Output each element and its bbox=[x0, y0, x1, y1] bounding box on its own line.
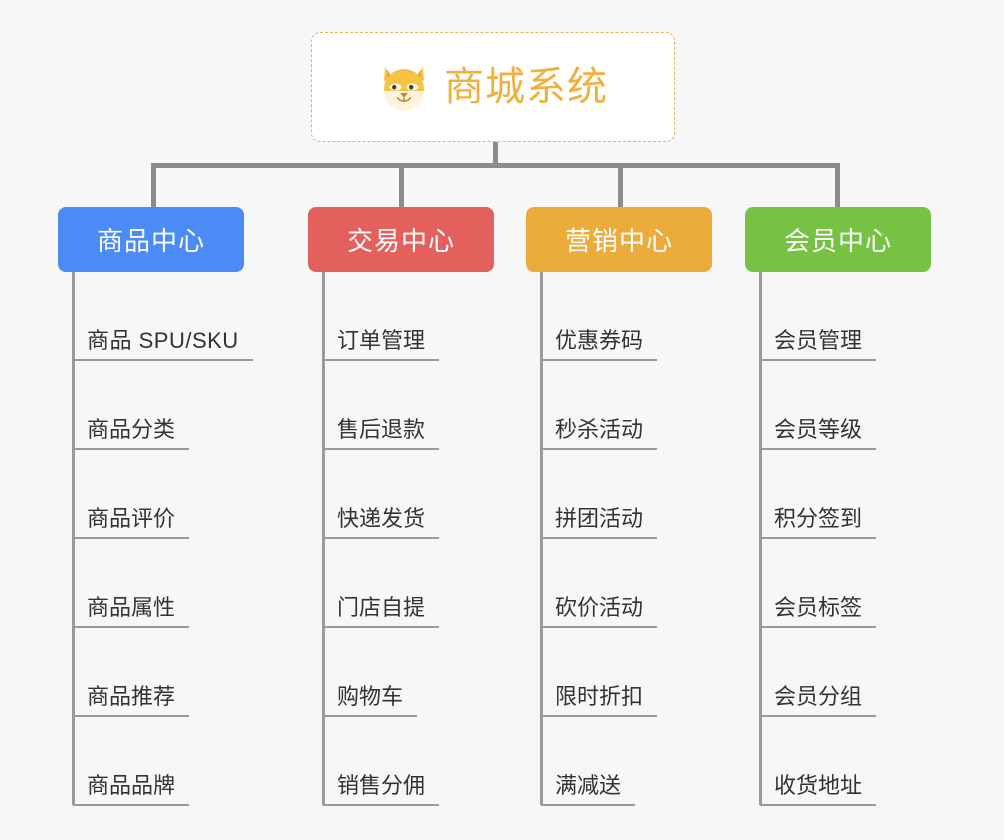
list-item[interactable]: 销售分佣 bbox=[308, 717, 440, 806]
category-header-1[interactable]: 商品中心 bbox=[58, 207, 244, 272]
list-item[interactable]: 砍价活动 bbox=[526, 539, 658, 628]
dog-face-icon bbox=[378, 61, 430, 113]
list-item[interactable]: 优惠券码 bbox=[526, 272, 658, 361]
leaf-label: 商品品牌 bbox=[73, 773, 190, 806]
category-label-3: 营销中心 bbox=[564, 226, 673, 256]
list-item[interactable]: 商品推荐 bbox=[58, 628, 253, 717]
leaf-label: 限时折扣 bbox=[541, 684, 658, 717]
category-label-4: 会员中心 bbox=[783, 226, 892, 256]
connector-drop-1 bbox=[151, 163, 156, 208]
list-item[interactable]: 收货地址 bbox=[745, 717, 877, 806]
category-column-3: 营销中心 优惠券码 秒杀活动 拼团活动 砍价活动 限时折扣 满减送 bbox=[526, 207, 712, 806]
category-column-2: 交易中心 订单管理 售后退款 快递发货 门店自提 购物车 销售分佣 bbox=[308, 207, 494, 806]
category-items-1: 商品 SPU/SKU 商品分类 商品评价 商品属性 商品推荐 商品品牌 bbox=[58, 272, 253, 806]
category-header-3[interactable]: 营销中心 bbox=[526, 207, 712, 272]
list-item[interactable]: 商品 SPU/SKU bbox=[58, 272, 253, 361]
root-node[interactable]: 商城系统 bbox=[311, 32, 675, 142]
leaf-label: 门店自提 bbox=[323, 595, 440, 628]
leaf-label: 会员等级 bbox=[760, 417, 877, 450]
category-items-4: 会员管理 会员等级 积分签到 会员标签 会员分组 收货地址 bbox=[745, 272, 877, 806]
leaf-label: 拼团活动 bbox=[541, 506, 658, 539]
list-item[interactable]: 售后退款 bbox=[308, 361, 440, 450]
connector-horizontal-bus bbox=[151, 163, 840, 168]
leaf-label: 满减送 bbox=[541, 773, 636, 806]
list-item[interactable]: 商品品牌 bbox=[58, 717, 253, 806]
list-item[interactable]: 快递发货 bbox=[308, 450, 440, 539]
leaf-label: 会员标签 bbox=[760, 595, 877, 628]
connector-drop-3 bbox=[618, 163, 623, 208]
leaf-label: 快递发货 bbox=[323, 506, 440, 539]
category-items-3: 优惠券码 秒杀活动 拼团活动 砍价活动 限时折扣 满减送 bbox=[526, 272, 658, 806]
leaf-label: 订单管理 bbox=[323, 328, 440, 361]
list-item[interactable]: 订单管理 bbox=[308, 272, 440, 361]
leaf-label: 砍价活动 bbox=[541, 595, 658, 628]
leaf-label: 会员分组 bbox=[760, 684, 877, 717]
category-items-2: 订单管理 售后退款 快递发货 门店自提 购物车 销售分佣 bbox=[308, 272, 440, 806]
leaf-label: 商品 SPU/SKU bbox=[73, 328, 253, 361]
leaf-label: 商品评价 bbox=[73, 506, 190, 539]
leaf-label: 会员管理 bbox=[760, 328, 877, 361]
list-item[interactable]: 会员管理 bbox=[745, 272, 877, 361]
list-item[interactable]: 满减送 bbox=[526, 717, 657, 806]
list-item[interactable]: 商品属性 bbox=[58, 539, 253, 628]
list-item[interactable]: 门店自提 bbox=[308, 539, 440, 628]
leaf-label: 售后退款 bbox=[323, 417, 440, 450]
leaf-label: 收货地址 bbox=[760, 773, 877, 806]
list-item[interactable]: 会员等级 bbox=[745, 361, 877, 450]
list-item[interactable]: 购物车 bbox=[308, 628, 439, 717]
category-column-4: 会员中心 会员管理 会员等级 积分签到 会员标签 会员分组 收货地址 bbox=[745, 207, 931, 806]
root-title: 商城系统 bbox=[444, 65, 608, 109]
list-item[interactable]: 积分签到 bbox=[745, 450, 877, 539]
category-header-4[interactable]: 会员中心 bbox=[745, 207, 931, 272]
leaf-label: 销售分佣 bbox=[323, 773, 440, 806]
connector-drop-2 bbox=[399, 163, 404, 208]
list-item[interactable]: 商品分类 bbox=[58, 361, 253, 450]
leaf-label: 购物车 bbox=[323, 684, 418, 717]
leaf-label: 商品属性 bbox=[73, 595, 190, 628]
connector-root-stem bbox=[493, 142, 498, 167]
list-item[interactable]: 商品评价 bbox=[58, 450, 253, 539]
category-header-2[interactable]: 交易中心 bbox=[308, 207, 494, 272]
leaf-label: 积分签到 bbox=[760, 506, 877, 539]
list-item[interactable]: 秒杀活动 bbox=[526, 361, 658, 450]
list-item[interactable]: 会员分组 bbox=[745, 628, 877, 717]
list-item[interactable]: 拼团活动 bbox=[526, 450, 658, 539]
leaf-label: 商品推荐 bbox=[73, 684, 190, 717]
list-item[interactable]: 会员标签 bbox=[745, 539, 877, 628]
leaf-label: 优惠券码 bbox=[541, 328, 658, 361]
connector-drop-4 bbox=[835, 163, 840, 208]
category-label-2: 交易中心 bbox=[346, 226, 455, 256]
category-column-1: 商品中心 商品 SPU/SKU 商品分类 商品评价 商品属性 商品推荐 商品品牌 bbox=[58, 207, 253, 806]
leaf-label: 秒杀活动 bbox=[541, 417, 658, 450]
list-item[interactable]: 限时折扣 bbox=[526, 628, 658, 717]
category-label-1: 商品中心 bbox=[96, 226, 205, 256]
leaf-label: 商品分类 bbox=[73, 417, 190, 450]
